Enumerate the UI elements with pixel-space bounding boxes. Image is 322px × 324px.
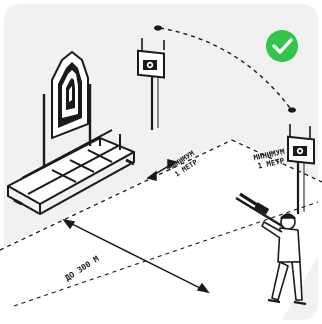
check-icon	[266, 30, 298, 62]
arc-start-marker	[154, 25, 162, 30]
arc-end-marker	[288, 107, 296, 112]
